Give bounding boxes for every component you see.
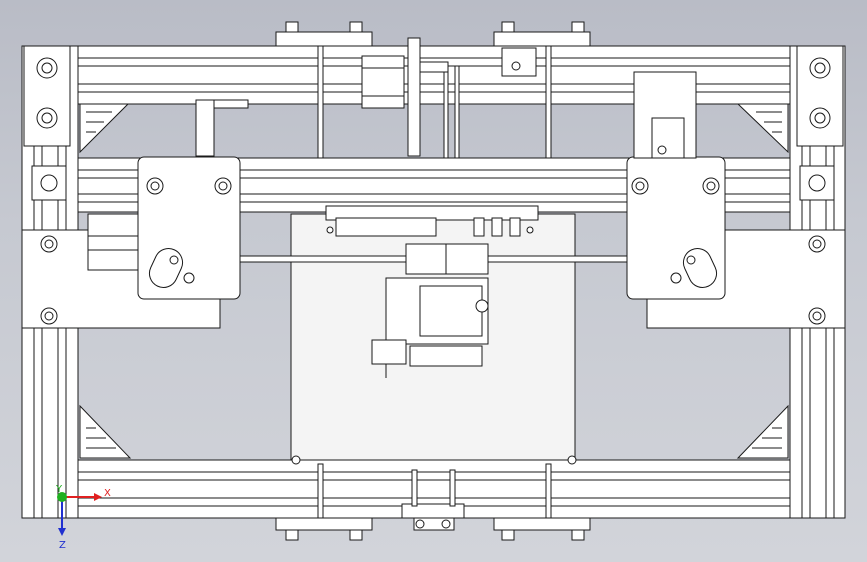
- gusset-top-left: [79, 103, 130, 154]
- gusset-top-right: [736, 103, 789, 154]
- right-tall-bracket: [633, 71, 697, 159]
- top-limit-switch: [501, 47, 537, 77]
- top-right-corner-bracket: [796, 45, 844, 147]
- top-stepper-motor: [361, 37, 449, 157]
- top-left-corner-bracket: [23, 45, 71, 147]
- tool-head-carriage: [371, 243, 489, 378]
- bottom-left-bearing-plate: [275, 517, 373, 541]
- top-extrusion-beam: [21, 45, 846, 105]
- triad-x-label: X: [104, 488, 111, 499]
- gusset-bottom-right: [736, 404, 789, 459]
- left-sensor-bracket: [195, 99, 249, 157]
- triad-y-label: Y: [55, 484, 63, 495]
- right-carriage-plate: [626, 156, 726, 300]
- left-motor-block: [87, 213, 139, 271]
- triad-z-label: Z: [59, 540, 66, 551]
- gusset-bottom-left: [79, 404, 132, 459]
- x-axis-slider-rail: [325, 205, 539, 237]
- bottom-right-bearing-plate: [493, 517, 591, 541]
- bottom-center-mount: [401, 469, 465, 531]
- left-carriage-plate: [137, 156, 241, 300]
- top-right-bearing-plate: [493, 21, 591, 47]
- top-left-bearing-plate: [275, 21, 373, 47]
- coordinate-triad: X Y Z: [55, 484, 111, 551]
